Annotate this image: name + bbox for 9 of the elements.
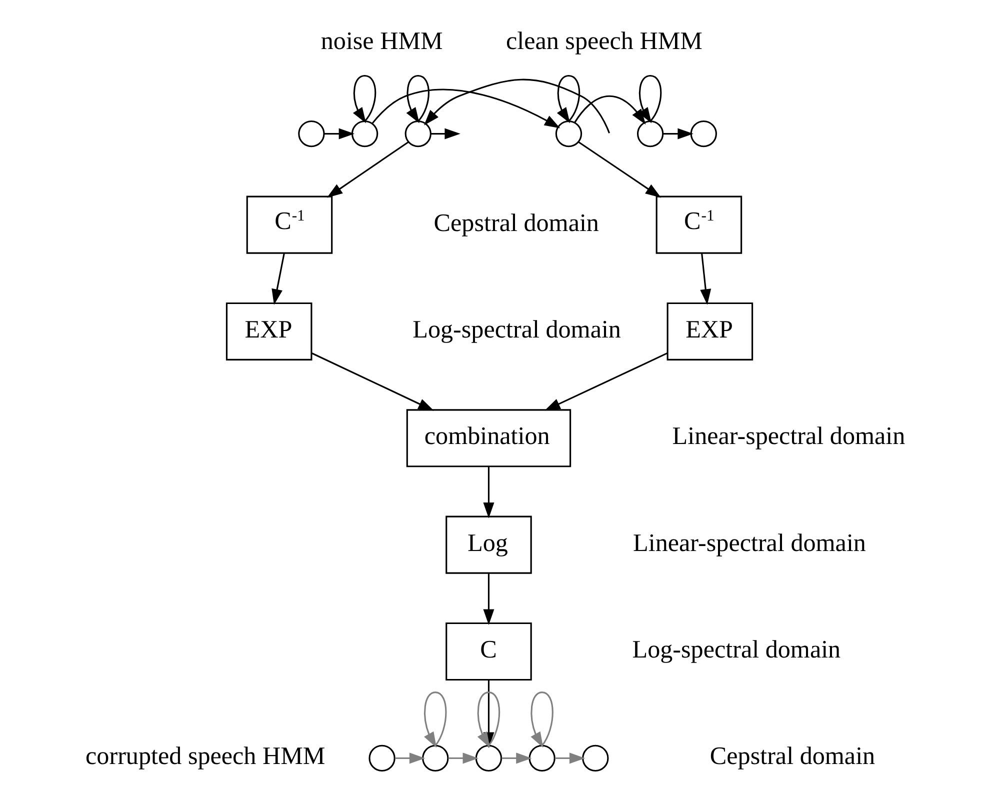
label: Log-spectral domain (412, 316, 621, 344)
label: Linear-spectral domain (633, 530, 866, 557)
label: Log-spectral domain (632, 636, 841, 664)
label: Cepstral domain (710, 743, 876, 770)
label: clean speech HMM (506, 28, 702, 55)
label: noise HMM (320, 28, 443, 55)
label: corrupted speech HMM (86, 743, 326, 770)
label: Cepstral domain (434, 210, 599, 237)
label: Linear-spectral domain (672, 423, 906, 450)
